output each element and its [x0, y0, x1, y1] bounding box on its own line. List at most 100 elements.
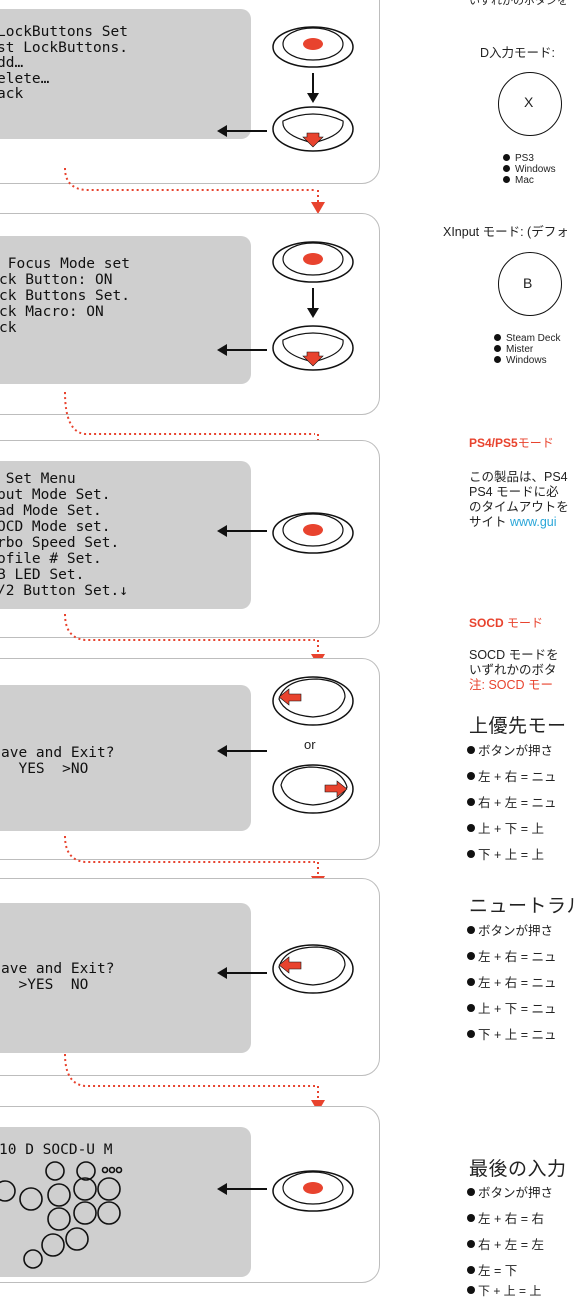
lcd-line: ave and Exit?: [1, 961, 115, 977]
menu-panel-focus-mode: Focus Mode set ck Button: ON ck Buttons …: [0, 213, 380, 415]
lcd-line: ck Button: ON: [0, 272, 113, 288]
up-priority-title: 上優先モー: [469, 716, 567, 737]
save-exit-panel-yes: ave and Exit? >YES NO: [0, 878, 380, 1076]
lcd-line: put Mode Set.: [0, 487, 111, 503]
lcd-screen: 10 D SOCD-U M: [0, 1127, 251, 1277]
list-item: 下 + 上 = 上: [467, 844, 544, 863]
lcd-line: >YES NO: [1, 977, 89, 993]
arrow-left-icon: [217, 525, 267, 537]
joystick-down-icon: [272, 325, 354, 371]
lcd-line: dd…: [0, 55, 24, 71]
ps45-line: PS4 モードに必: [469, 485, 559, 499]
lcd-line: Focus Mode set: [0, 256, 130, 272]
ps45-line: のタイムアウトを: [469, 500, 569, 514]
dinput-mode-label: D入力モード:: [480, 46, 556, 60]
button-layout-icon: [0, 1161, 123, 1269]
last-input-title: 最後の入力: [469, 1159, 567, 1180]
arrow-left-icon: [217, 1183, 267, 1195]
dinput-button-circle: [498, 72, 562, 136]
list-item: ボタンが押さ: [467, 1182, 553, 1201]
bullet-icon: [467, 1214, 475, 1222]
lcd-line: 10 D SOCD-U M: [0, 1142, 113, 1158]
bullet-icon: [494, 345, 501, 352]
list-item: 左 + 右 = 右: [467, 1208, 544, 1227]
bullet-icon: [467, 1240, 475, 1248]
arrow-left-icon: [217, 344, 267, 356]
joystick-down-icon: [272, 106, 354, 152]
ps45-line: この製品は、PS4: [469, 470, 568, 484]
list-item: 左 = 下: [467, 1260, 517, 1279]
list-item: 左 + 右 = ニュ: [467, 972, 557, 991]
list-item: 下 + 上 = ニュ: [467, 1024, 557, 1043]
lcd-line: B LED Set.: [0, 567, 85, 583]
list-item: Windows: [503, 164, 556, 175]
joystick-left-icon: [272, 944, 354, 994]
list-item: 右 + 左 = 左: [467, 1234, 544, 1253]
list-item: 左 + 右 = ニュ: [467, 946, 557, 965]
list-item: Mister: [494, 344, 560, 355]
lcd-screen: ave and Exit? >YES NO: [0, 903, 251, 1053]
bullet-icon: [467, 746, 475, 754]
xinput-button-circle: [498, 252, 562, 316]
website-link[interactable]: www.gui: [509, 515, 557, 529]
xinput-platform-list: Steam Deck Mister Windows: [494, 333, 560, 366]
list-item: PS3: [503, 153, 556, 164]
dinput-platform-list: PS3 Windows Mac: [503, 153, 556, 186]
arrow-left-icon: [217, 125, 267, 137]
list-item: ボタンが押さ: [467, 740, 553, 759]
bullet-icon: [467, 978, 475, 986]
lcd-line: rbo Speed Set.: [0, 535, 120, 551]
lcd-screen: ave and Exit? YES >NO: [0, 685, 251, 831]
arrow-left-icon: [217, 745, 267, 757]
menu-panel-lockbuttons: LockButtons Set st LockButtons. dd… elet…: [0, 0, 380, 184]
list-item: Mac: [503, 175, 556, 186]
joystick-left-icon: [272, 676, 354, 726]
lcd-line: OCD Mode set.: [0, 519, 111, 535]
arrow-left-icon: [217, 967, 267, 979]
socd-line: SOCD モードを: [469, 648, 559, 662]
lcd-screen: Set Menu put Mode Set. ad Mode Set. OCD …: [0, 461, 251, 609]
bullet-icon: [467, 824, 475, 832]
dinput-button-letter: X: [524, 94, 534, 110]
menu-panel-set-menu: Set Menu put Mode Set. ad Mode Set. OCD …: [0, 440, 380, 638]
xinput-button-letter: B: [523, 275, 533, 291]
bullet-icon: [503, 154, 510, 161]
joystick-right-icon: [272, 764, 354, 814]
lcd-line: st LockButtons.: [0, 39, 128, 56]
bullet-icon: [467, 1266, 475, 1274]
lcd-line: LockButtons Set: [0, 24, 128, 40]
lcd-line: Set Menu: [0, 471, 76, 487]
lcd-line: ck: [0, 320, 17, 336]
bullet-icon: [467, 1188, 475, 1196]
joystick-press-icon: [272, 26, 354, 68]
list-item: 下 + 上 = 上: [467, 1282, 541, 1299]
list-item: 上 + 下 = 上: [467, 818, 544, 837]
lcd-line: YES >NO: [1, 761, 89, 777]
arrow-down-icon: [307, 288, 319, 318]
bullet-icon: [467, 1004, 475, 1012]
flow-connector: [64, 168, 325, 214]
joystick-press-icon: [272, 512, 354, 554]
xinput-mode-label: XInput モード: (デフォ: [443, 225, 569, 239]
socd-note: 注: SOCD モー: [469, 678, 554, 692]
lcd-line: ack: [0, 86, 24, 102]
lcd-line: ck Macro: ON: [0, 304, 104, 320]
list-item: 右 + 左 = ニュ: [467, 792, 557, 811]
socd-line: いずれかのボタ: [469, 663, 557, 677]
save-exit-panel-no: ave and Exit? YES >NO or: [0, 658, 380, 860]
list-item: 上 + 下 = ニュ: [467, 998, 557, 1017]
list-item: Steam Deck: [494, 333, 560, 344]
list-item: 左 + 右 = ニュ: [467, 766, 557, 785]
bullet-icon: [467, 1030, 475, 1038]
lcd-screen: Focus Mode set ck Button: ON ck Buttons …: [0, 236, 251, 384]
lcd-line: ad Mode Set.: [0, 503, 102, 519]
bullet-icon: [503, 165, 510, 172]
joystick-press-icon: [272, 1170, 354, 1212]
list-item: ボタンが押さ: [467, 920, 553, 939]
bullet-icon: [494, 334, 501, 341]
bullet-icon: [503, 176, 510, 183]
joystick-press-icon: [272, 241, 354, 283]
lcd-line: /2 Button Set.↓: [0, 583, 128, 599]
lcd-screen: LockButtons Set st LockButtons. dd… elet…: [0, 9, 251, 139]
arrow-down-icon: [307, 73, 319, 103]
